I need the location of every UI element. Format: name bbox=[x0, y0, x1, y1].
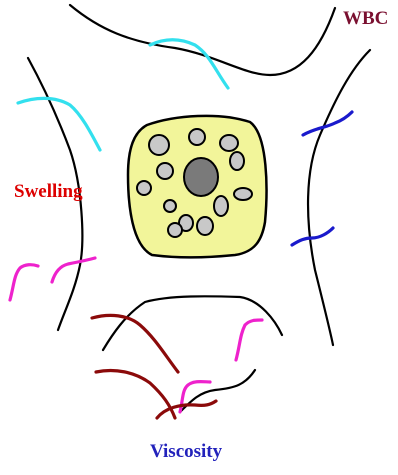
granule bbox=[168, 223, 182, 237]
wbc-label: WBC bbox=[343, 8, 388, 30]
fiber bbox=[10, 265, 38, 300]
fiber bbox=[292, 228, 333, 245]
granule bbox=[230, 152, 244, 170]
fiber bbox=[52, 258, 95, 282]
viscosity-label: Viscosity bbox=[150, 441, 222, 463]
fibers-darkred bbox=[92, 315, 216, 418]
granule bbox=[149, 135, 169, 155]
nucleus bbox=[128, 116, 266, 257]
membrane-right bbox=[308, 50, 370, 345]
granule bbox=[189, 129, 205, 145]
granule bbox=[197, 217, 213, 235]
fiber bbox=[92, 315, 178, 372]
granule bbox=[137, 181, 151, 195]
membrane-bottom-left bbox=[103, 296, 282, 350]
granule bbox=[234, 188, 252, 200]
fiber bbox=[236, 320, 262, 360]
granule bbox=[220, 135, 238, 151]
membrane-top bbox=[70, 5, 335, 75]
granule bbox=[157, 163, 173, 179]
nucleolus bbox=[184, 158, 218, 196]
granule bbox=[214, 196, 228, 216]
swelling-label: Swelling bbox=[14, 181, 83, 203]
granule bbox=[164, 200, 176, 212]
